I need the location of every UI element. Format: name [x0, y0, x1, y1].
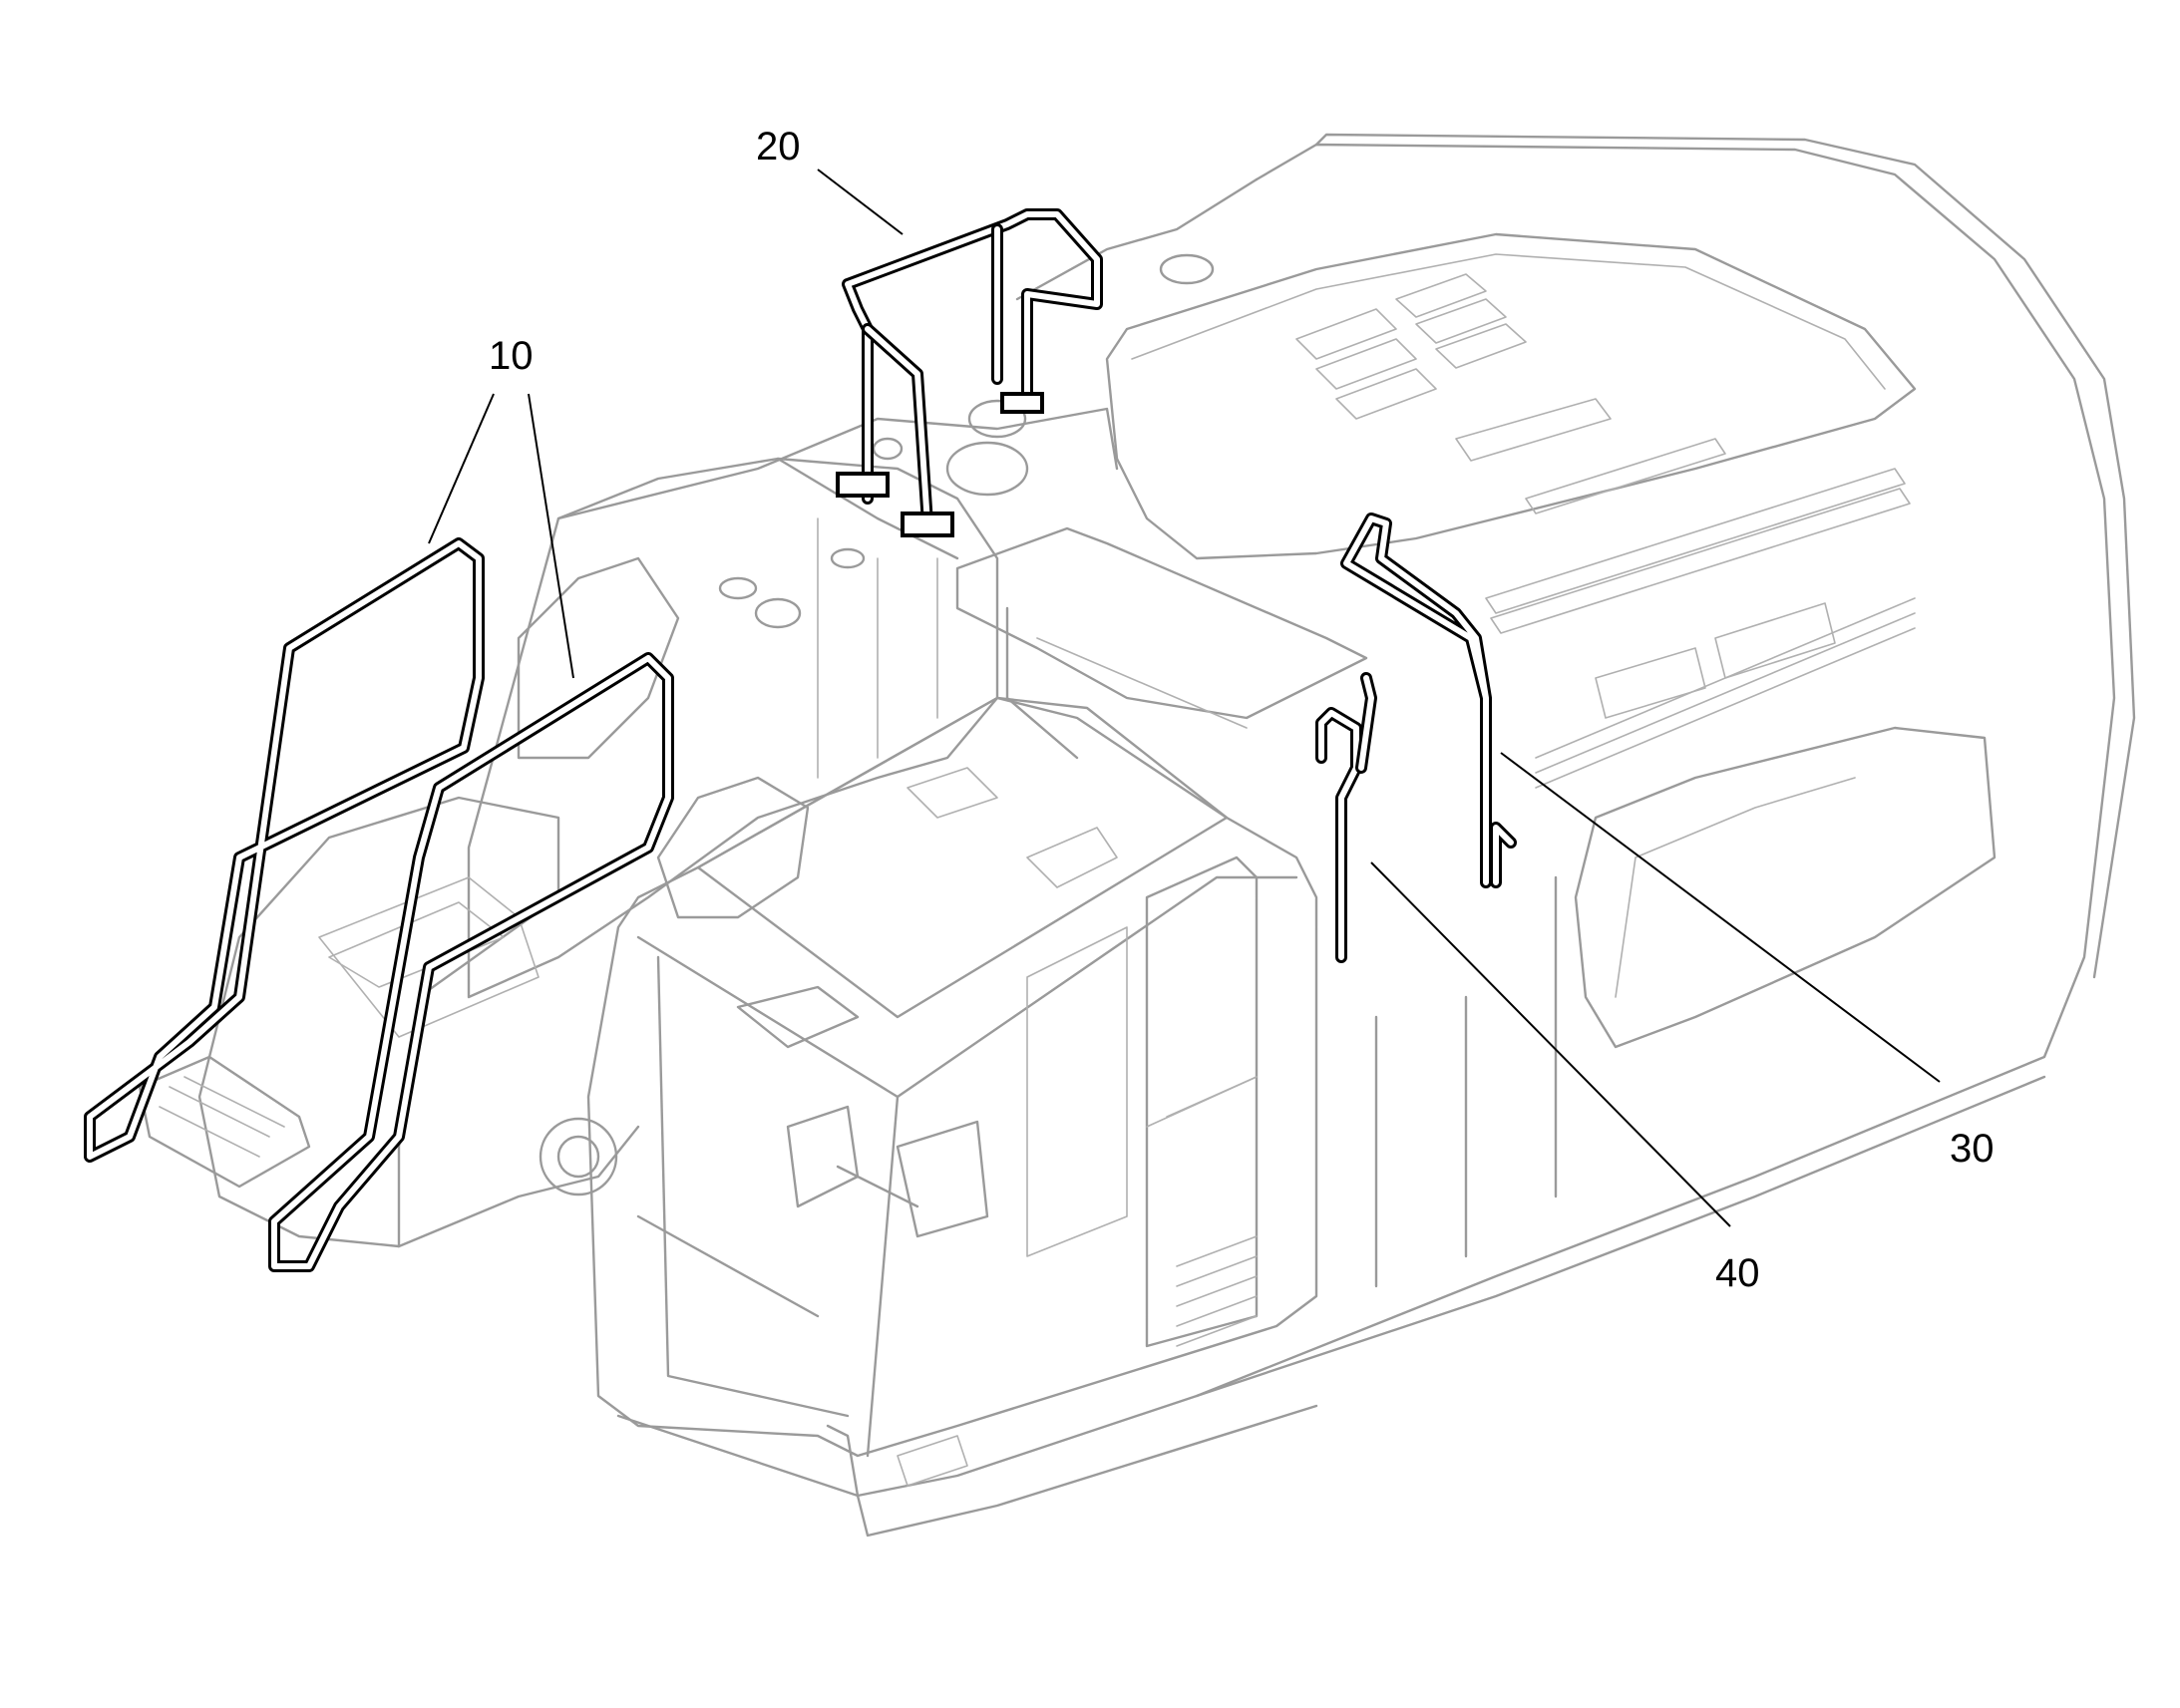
- handrail-10-rear: [84, 537, 485, 1163]
- leader-40: [1370, 861, 1731, 1227]
- tank-caps: [718, 253, 1215, 629]
- ref-label-10: 10: [489, 334, 534, 378]
- leader-10a: [428, 393, 495, 544]
- leader-30: [1500, 752, 1941, 1083]
- hood-vents: [1295, 273, 1911, 634]
- side-grille: [1535, 597, 1916, 789]
- handrail-10-front: [268, 652, 674, 1272]
- step-tread: [138, 1055, 311, 1189]
- ref-label-20: 20: [756, 125, 801, 169]
- leader-10b: [528, 393, 574, 679]
- operator-cab: [586, 696, 1318, 1537]
- ref-label-40: 40: [1715, 1251, 1760, 1295]
- cab-side-vents: [1176, 1235, 1258, 1347]
- excavator-upper-structure: [138, 133, 2136, 1537]
- reference-numerals: 10 20 30 40: [489, 125, 1995, 1295]
- handrail-20-top: [836, 208, 1103, 537]
- leader-lines: [428, 169, 1941, 1227]
- handrail-30: [1340, 512, 1517, 888]
- leader-20: [817, 169, 904, 235]
- ref-label-30: 30: [1950, 1127, 1995, 1171]
- handrail-40: [1315, 672, 1377, 963]
